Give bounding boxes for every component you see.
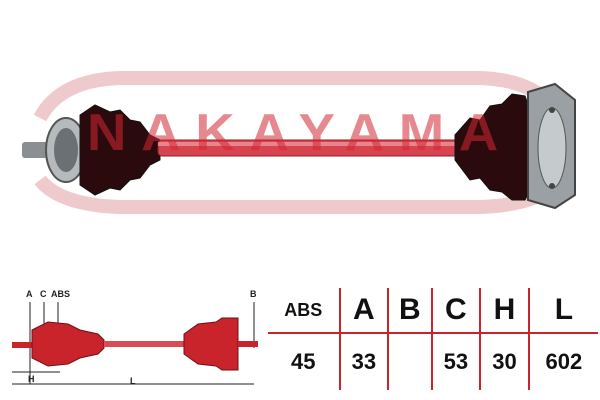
label-c: C	[40, 289, 47, 299]
mini-shaft	[104, 341, 184, 347]
product-photo	[22, 71, 576, 214]
dimension-diagram	[12, 302, 258, 385]
value-abs: 45	[291, 349, 316, 374]
spec-value-row: 45 33 53 30 602	[268, 333, 598, 390]
left-boot	[79, 104, 161, 196]
label-l: L	[130, 376, 136, 386]
value-b	[387, 333, 432, 390]
header-a: A	[338, 288, 389, 334]
abs-ring	[54, 128, 78, 172]
label-abs: ABS	[51, 289, 71, 299]
label-a: A	[26, 289, 33, 299]
label-b: B	[250, 289, 257, 299]
value-l: 602	[527, 333, 598, 390]
value-a: 33	[338, 333, 389, 390]
header-h: H	[479, 288, 529, 334]
mini-right-joint	[183, 317, 239, 371]
header-c: C	[430, 288, 481, 334]
value-h: 30	[479, 333, 529, 390]
spline-stub	[22, 142, 52, 158]
header-l: L	[527, 288, 598, 334]
spec-header-row: ABS A B C H L	[268, 288, 598, 334]
header-abs: ABS	[268, 288, 340, 334]
spec-table: ABS A B C H L 45 33 53 30 602	[268, 288, 598, 390]
mini-stub	[12, 342, 32, 348]
header-b: B	[387, 288, 432, 334]
right-boot	[454, 93, 531, 201]
value-c: 53	[430, 333, 481, 390]
mini-left-joint	[31, 321, 105, 367]
label-h: H	[28, 374, 35, 384]
